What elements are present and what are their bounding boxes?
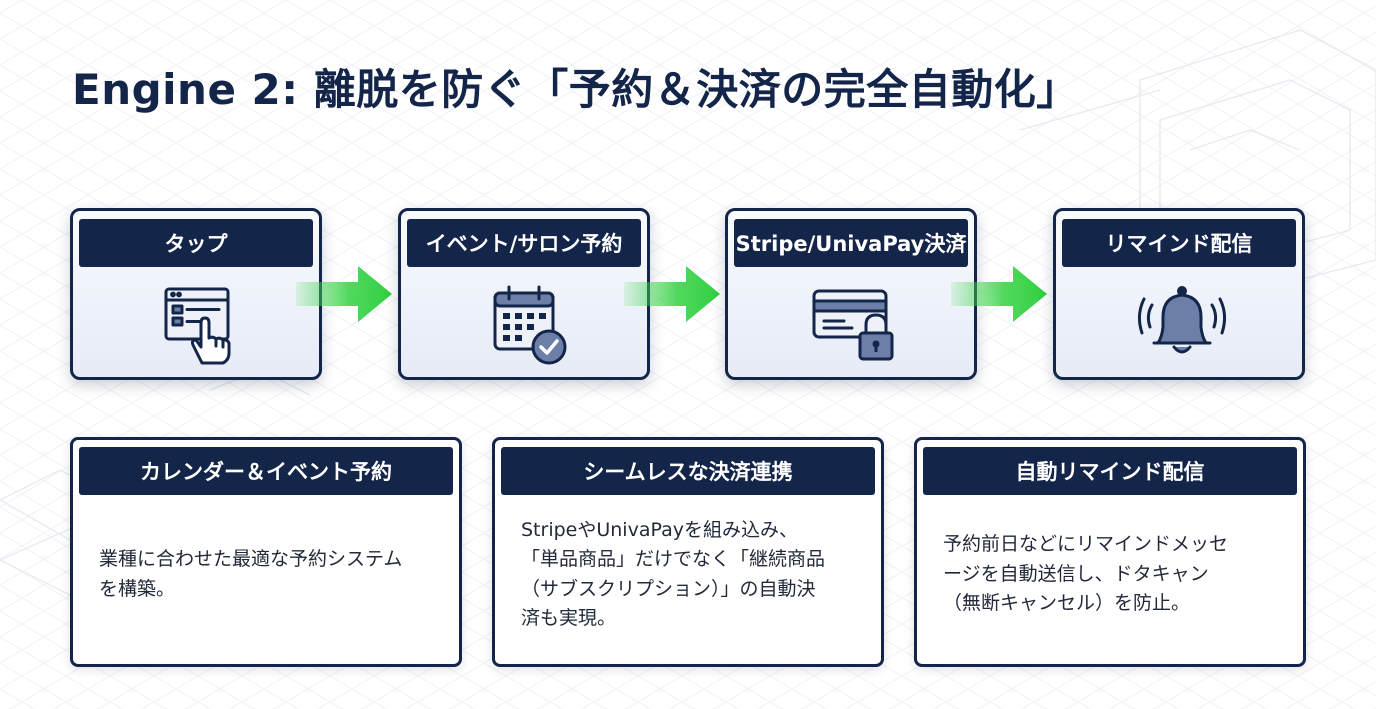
flow-arrow [951,266,1047,322]
card-auto-reminder: 自動リマインド配信 予約前日などにリマインドメッセ ージを自動送信し、ドタキャン… [914,437,1306,667]
step-tap: タップ [70,208,322,380]
card-title: シームレスな決済連携 [501,447,875,495]
step-reminder: リマインド配信 [1053,208,1305,380]
card-calendar-reservation: カレンダー＆イベント予約 業種に合わせた最適な予約システム を構築。 [70,437,462,667]
card-description: StripeやUnivaPayを組み込み、 「単品商品」だけでなく「継続商品 （… [521,518,826,629]
bell-ringing-icon [1137,286,1227,354]
step-label: Stripe/UnivaPay決済 [734,219,968,267]
step-reservation: イベント/サロン予約 [398,208,650,380]
card-title: 自動リマインド配信 [923,447,1297,495]
flow-arrow [296,266,392,322]
card-seamless-payment: シームレスな決済連携 StripeやUnivaPayを組み込み、 「単品商品」だ… [492,437,884,667]
step-label: タップ [79,219,313,267]
credit-card-lock-icon [812,289,894,361]
flow-arrow [624,266,720,322]
step-label: リマインド配信 [1062,219,1296,267]
calendar-check-icon [493,285,567,365]
card-description: 業種に合わせた最適な予約システム を構築。 [99,548,403,600]
card-title: カレンダー＆イベント予約 [79,447,453,495]
page-title: Engine 2: 離脱を防ぐ「予約＆決済の完全自動化」 [72,65,1079,114]
step-payment: Stripe/UnivaPay決済 [725,208,977,380]
tap-screen-icon [164,287,231,365]
step-label: イベント/サロン予約 [407,219,641,267]
card-description: 予約前日などにリマインドメッセ ージを自動送信し、ドタキャン （無断キャンセル）… [943,533,1229,615]
